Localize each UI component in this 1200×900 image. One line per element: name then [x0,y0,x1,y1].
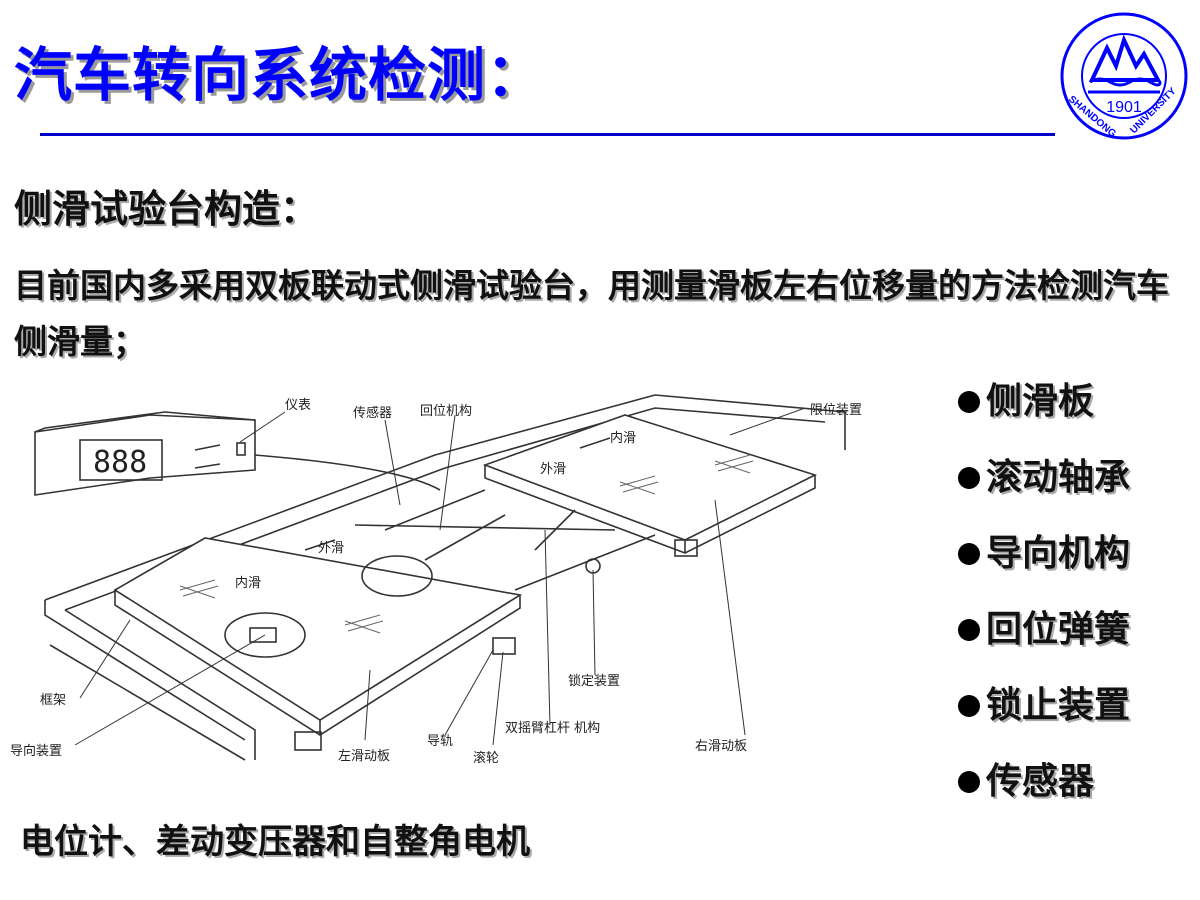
svg-text:888: 888 [93,445,147,480]
bullet-icon [958,695,980,717]
list-item: 锁止装置 [958,668,1130,744]
list-item: 导向机构 [958,516,1130,592]
section-subtitle: 侧滑试验台构造： [14,187,319,231]
component-list: 侧滑板 滚动轴承 导向机构 回位弹簧 锁止装置 传感器 [958,364,1130,820]
label-roller: 滚轮 [473,751,500,766]
svg-text:1901: 1901 [1106,99,1142,116]
title-divider [40,133,1055,136]
sensor-types-note: 电位计、差动变压器和自整角电机 [20,822,530,862]
bullet-icon [958,771,980,793]
slide-title: 汽车转向系统检测： [14,41,546,109]
list-item: 滚动轴承 [958,440,1130,516]
label-guide-rail: 导轨 [427,734,454,749]
label-double-rocker-lever: 双摇臂杠杆 机构 [505,721,601,736]
label-lock-device: 锁定装置 [568,674,621,689]
description-paragraph: 目前国内多采用双板联动式侧滑试验台，用测量滑板左右位移量的方法检测汽车侧滑量； [14,266,1169,361]
label-outer-slide-right: 外滑 [540,462,567,477]
label-frame: 框架 [40,693,67,708]
bullet-icon [958,391,980,413]
label-return-mechanism: 回位机构 [420,404,473,419]
side-slip-test-bench-diagram: 888 [10,390,885,768]
list-item: 传感器 [958,744,1130,820]
label-meter: 仪表 [285,398,312,413]
label-right-plate: 右滑动板 [695,739,748,754]
university-logo: 1901 SHANDONG UNIVERSITY [1060,12,1188,140]
bullet-icon [958,543,980,565]
label-outer-slide-left: 外滑 [318,541,345,556]
test-bench-drawing: 888 [34,394,846,761]
list-item: 侧滑板 [958,364,1130,440]
label-guide-device: 导向装置 [10,744,63,759]
bullet-icon [958,467,980,489]
label-limit-device: 限位装置 [810,403,863,418]
label-sensor: 传感器 [353,406,393,421]
list-item: 回位弹簧 [958,592,1130,668]
label-left-plate: 左滑动板 [338,749,391,764]
bullet-icon [958,619,980,641]
label-inner-slide-left: 内滑 [235,576,262,591]
label-inner-slide-right: 内滑 [610,431,637,446]
